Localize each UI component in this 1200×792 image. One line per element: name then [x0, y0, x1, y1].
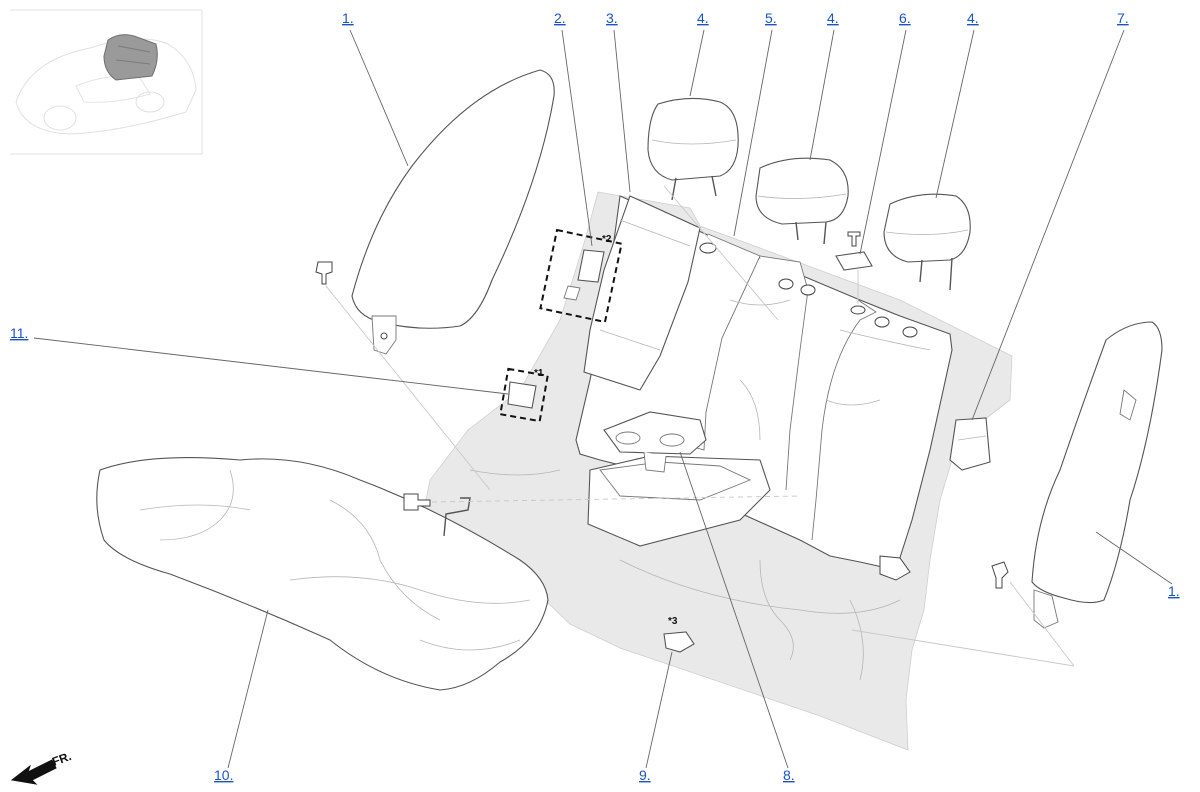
- armrest-cover-panel: [583, 195, 701, 391]
- callout-part-9[interactable]: 9.: [639, 767, 651, 783]
- side-seatback-right: [991, 321, 1163, 629]
- front-arrow-icon: [10, 759, 57, 785]
- seat-belt-guide: [949, 417, 991, 471]
- callout-part-7[interactable]: 7.: [1117, 10, 1129, 26]
- headrest-guide-bracket: [835, 231, 873, 304]
- callout-part-8[interactable]: 8.: [783, 767, 795, 783]
- note-marker-1: *1: [534, 368, 544, 379]
- headrest-left: [647, 97, 739, 201]
- callout-part-1-right[interactable]: 1.: [1168, 583, 1180, 599]
- callout-part-3[interactable]: 3.: [606, 10, 618, 26]
- headrest-right: [883, 193, 971, 291]
- rear-seat-cushion: [96, 457, 801, 691]
- callout-part-6[interactable]: 6.: [899, 10, 911, 26]
- highlighted-rear-seat-icon: [103, 34, 158, 81]
- callout-part-1-top[interactable]: 1.: [342, 10, 354, 26]
- front-direction-label: FR.: [50, 749, 73, 769]
- detail-box-2: [539, 228, 623, 324]
- detail-box-1: [499, 367, 549, 423]
- clip-part-9: [663, 631, 695, 653]
- callout-part-10[interactable]: 10.: [214, 767, 233, 783]
- front-direction-indicator: FR.: [10, 749, 73, 785]
- note-marker-3: *3: [668, 616, 678, 627]
- headrest-center: [755, 157, 849, 245]
- leader-lines: [33, 29, 1173, 769]
- callout-part-5[interactable]: 5.: [765, 10, 777, 26]
- note-marker-2: *2: [602, 234, 612, 245]
- callout-part-4-right[interactable]: 4.: [967, 10, 979, 26]
- callout-part-4-center[interactable]: 4.: [827, 10, 839, 26]
- center-armrest-with-cup-holder: [587, 411, 771, 547]
- side-seatback-left: [315, 69, 555, 491]
- callout-part-2[interactable]: 2.: [554, 10, 566, 26]
- vehicle-locator-thumbnail: [10, 9, 203, 155]
- callout-part-11[interactable]: 11.: [10, 325, 28, 341]
- callout-part-4-left[interactable]: 4.: [697, 10, 709, 26]
